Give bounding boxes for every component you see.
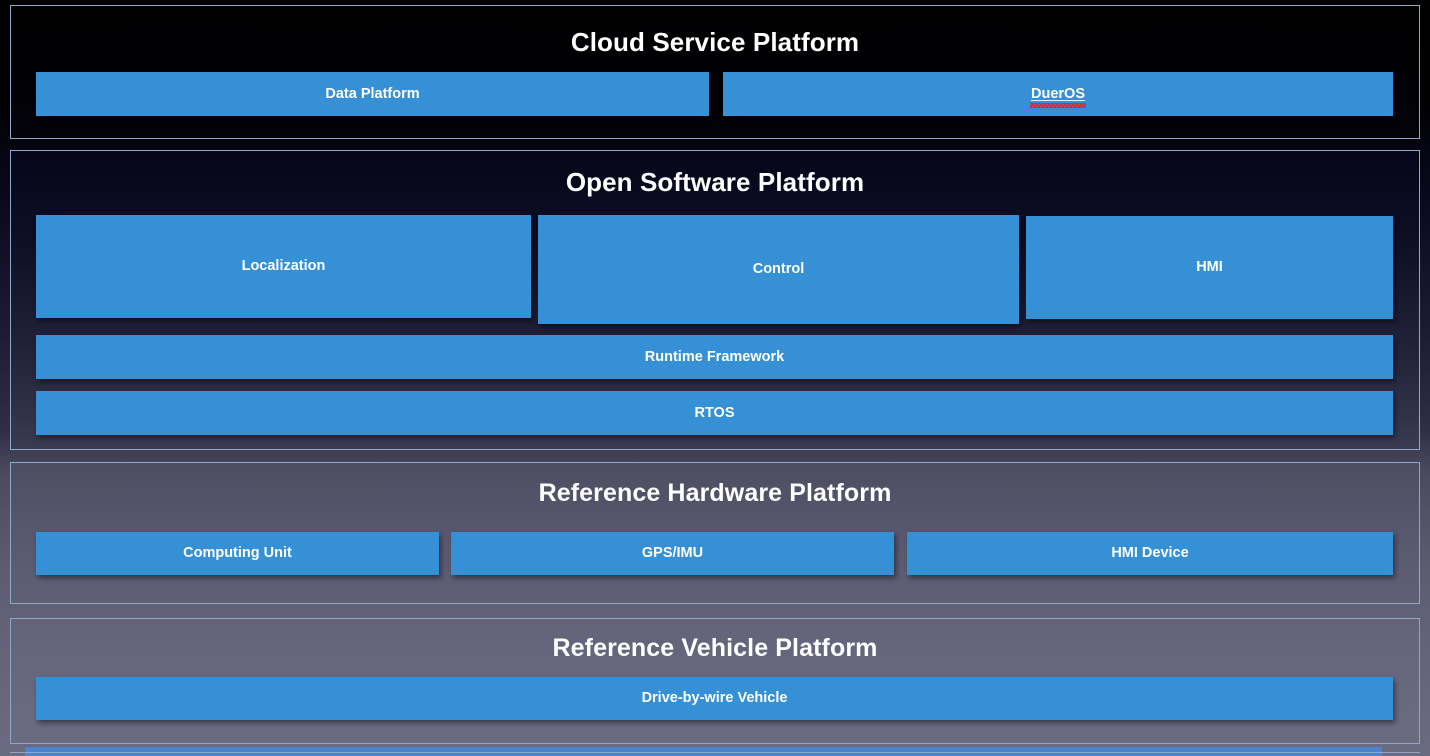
box-label-runtime-framework: Runtime Framework [644, 348, 785, 365]
box-drive-by-wire-vehicle[interactable]: Drive-by-wire Vehicle [36, 677, 1393, 720]
layer-title-reference-vehicle-platform: Reference Vehicle Platform [552, 634, 878, 662]
box-label-rtos: RTOS [694, 404, 735, 421]
box-hmi-device[interactable]: HMI Device [907, 532, 1393, 575]
box-label-localization: Localization [241, 258, 326, 275]
layer-open-software-platform: Open Software Platform Localization Cont… [10, 150, 1420, 450]
box-localization[interactable]: Localization [36, 215, 531, 318]
box-label-control: Control [752, 261, 805, 278]
layer-title-open-software-platform: Open Software Platform [565, 167, 865, 197]
layer-next-peek [10, 752, 1420, 756]
layer-title-reference-hardware-platform: Reference Hardware Platform [538, 479, 892, 507]
box-label-dueros: DuerOS [1030, 85, 1086, 108]
layer-title-cloud-service-platform: Cloud Service Platform [570, 27, 860, 57]
box-label-gps-imu: GPS/IMU [641, 545, 704, 562]
layer-reference-hardware-platform: Reference Hardware Platform Computing Un… [10, 462, 1420, 604]
box-dueros[interactable]: DuerOS [723, 72, 1393, 116]
box-hmi[interactable]: HMI [1026, 216, 1393, 319]
box-label-computing-unit: Computing Unit [183, 545, 292, 562]
box-label-data-platform: Data Platform [325, 85, 420, 102]
box-rtos[interactable]: RTOS [36, 391, 1393, 435]
box-runtime-framework[interactable]: Runtime Framework [36, 335, 1393, 379]
box-computing-unit[interactable]: Computing Unit [36, 532, 439, 575]
box-label-hmi-device: HMI Device [1111, 545, 1189, 562]
layer-reference-vehicle-platform: Reference Vehicle Platform Drive-by-wire… [10, 618, 1420, 744]
layer-cloud-service-platform: Cloud Service Platform Data Platform Due… [10, 5, 1420, 139]
box-gps-imu[interactable]: GPS/IMU [451, 532, 894, 575]
box-next-layer-peek [25, 747, 1382, 756]
box-control[interactable]: Control [538, 215, 1019, 324]
box-label-hmi: HMI [1196, 259, 1223, 276]
box-label-drive-by-wire-vehicle: Drive-by-wire Vehicle [641, 690, 788, 707]
box-data-platform[interactable]: Data Platform [36, 72, 709, 116]
